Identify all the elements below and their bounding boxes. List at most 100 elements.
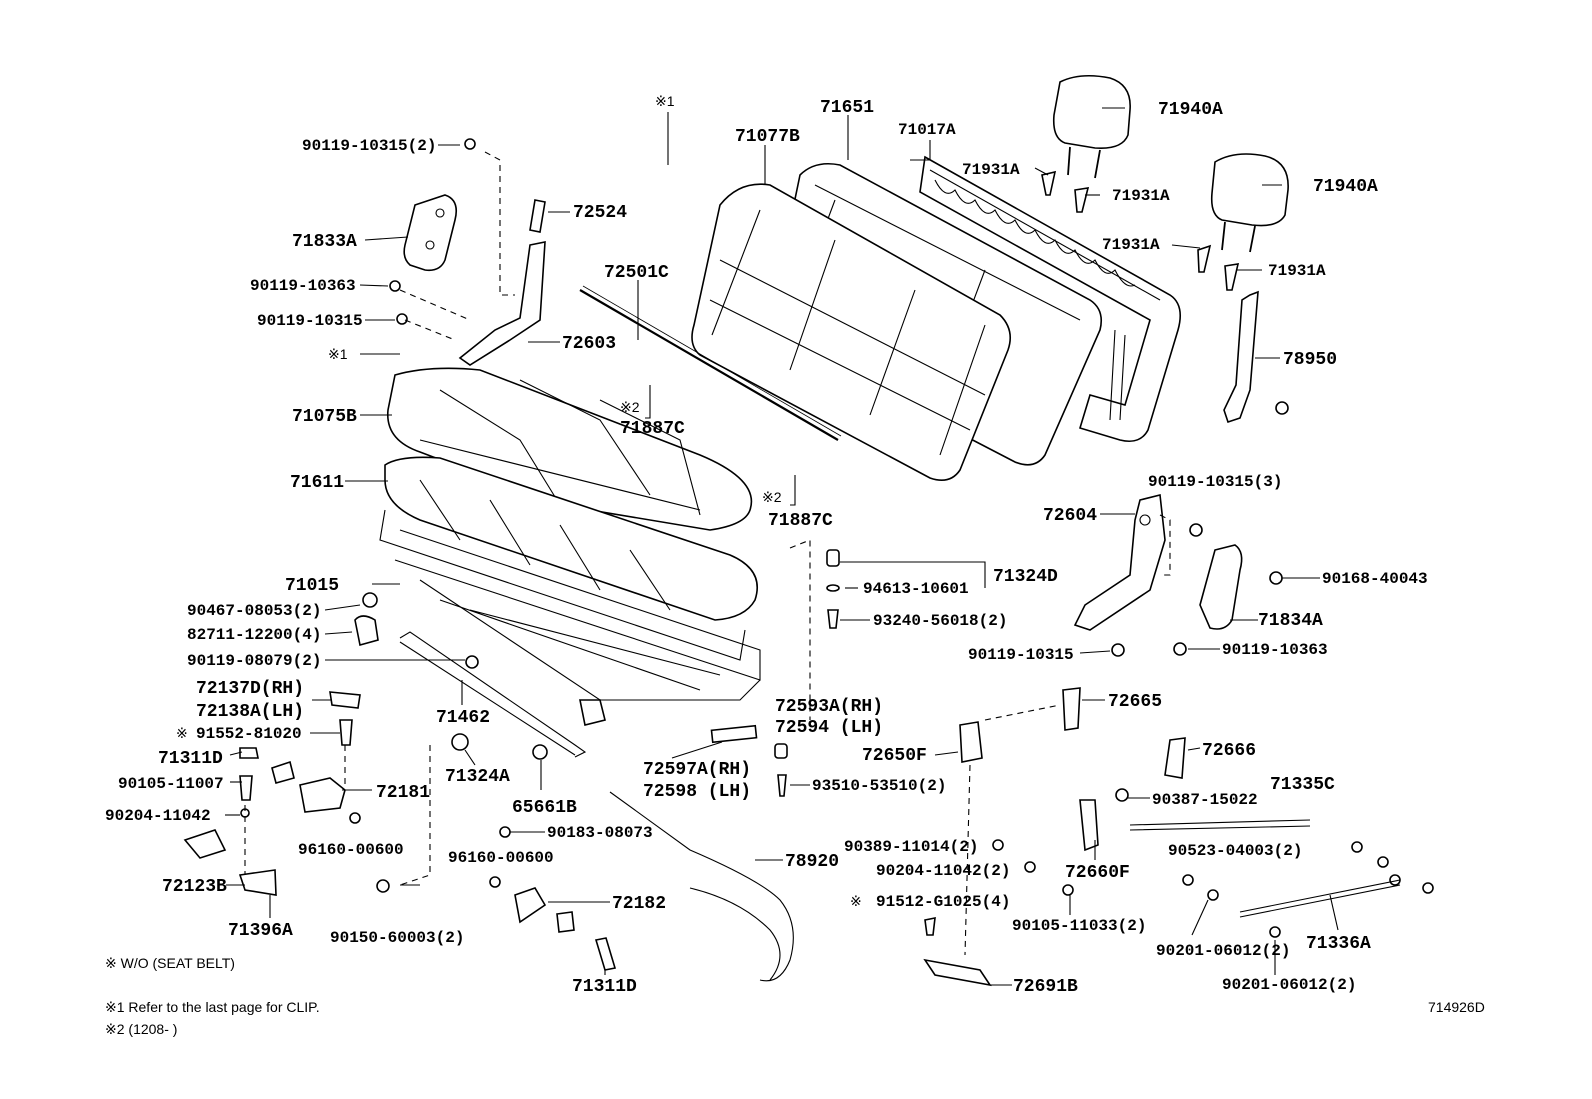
label-90201-06012: 90201-06012(2) <box>1156 942 1290 960</box>
label-90119-10315-3: 90119-10315(3) <box>1148 473 1282 491</box>
label-72123B: 72123B <box>162 877 227 897</box>
label-71017A: 71017A <box>898 121 956 139</box>
label-96160-00600: 96160-00600 <box>448 849 554 867</box>
label-91512-G1025: 91512-G1025(4) <box>876 893 1010 911</box>
label-71940A: 71940A <box>1313 177 1378 197</box>
label-71324A: 71324A <box>445 767 510 787</box>
label-90168-40043: 90168-40043 <box>1322 570 1428 588</box>
label-65661B: 65661B <box>512 798 577 818</box>
label-90204-11042: 90204-11042 <box>105 807 211 825</box>
label-72593A: 72593A(RH) <box>775 697 883 717</box>
label-94613-10601: 94613-10601 <box>863 580 969 598</box>
headrest-left <box>1052 74 1131 179</box>
label-71075B: 71075B <box>292 407 357 427</box>
label-90467-08053: 90467-08053(2) <box>187 602 321 620</box>
label-90119-10315-2: 90119-10315(2) <box>302 137 436 155</box>
cushion-cover <box>387 367 753 531</box>
label-90105-11033: 90105-11033(2) <box>1012 917 1146 935</box>
label-71651: 71651 <box>820 98 874 118</box>
label-71931A: 71931A <box>1112 187 1170 205</box>
cushion-pad <box>384 456 758 621</box>
guide-icons <box>1041 170 1240 291</box>
label-71335C: 71335C <box>1270 775 1335 795</box>
footnotes: ※ W/O (SEAT BELT) ※1 Refer to the last p… <box>105 955 1485 1037</box>
rod-72501C <box>579 285 842 441</box>
label-71311D: 71311D <box>158 749 223 769</box>
part-labels: 71940A 71940A 71931A 71931A 71931A 71931… <box>105 93 1428 997</box>
label-90523-04003: 90523-04003(2) <box>1168 842 1302 860</box>
label-90183-08073: 90183-08073 <box>547 824 653 842</box>
label-90387-15022: 90387-15022 <box>1152 791 1258 809</box>
label-72182: 72182 <box>612 894 666 914</box>
label-72598: 72598 (LH) <box>643 782 751 802</box>
label-71931A: 71931A <box>962 161 1020 179</box>
label-72604: 72604 <box>1043 506 1097 526</box>
note-date-range: ※2 (1208- ) <box>105 1021 177 1037</box>
label-96160-00600: 96160-00600 <box>298 841 404 859</box>
label-90105-11007: 90105-11007 <box>118 775 224 793</box>
label-71336A: 71336A <box>1306 934 1371 954</box>
label-71311D: 71311D <box>572 977 637 997</box>
label-90119-10363: 90119-10363 <box>250 277 356 295</box>
label-71834A: 71834A <box>1258 611 1323 631</box>
label-78920: 78920 <box>785 852 839 872</box>
dashed-lines <box>244 151 1171 956</box>
label-71324D: 71324D <box>993 567 1058 587</box>
label-72594: 72594 (LH) <box>775 718 883 738</box>
label-71462: 71462 <box>436 708 490 728</box>
label-93510-53510: 93510-53510(2) <box>812 777 946 795</box>
label-71940A: 71940A <box>1158 100 1223 120</box>
label-71015: 71015 <box>285 576 339 596</box>
label-71887C: 71887C <box>620 419 685 439</box>
seatback-frame <box>919 155 1181 443</box>
label-91552-81020: 91552-81020 <box>196 725 302 743</box>
hinge-right <box>1073 494 1283 657</box>
small-parts <box>183 549 1434 987</box>
label-71077B: 71077B <box>735 127 800 147</box>
label-90201-06012: 90201-06012(2) <box>1222 976 1356 994</box>
label-82711-12200: 82711-12200(4) <box>187 626 321 644</box>
cushion-frame <box>379 509 761 726</box>
label-90119-10315: 90119-10315 <box>257 312 363 330</box>
label-71611: 71611 <box>290 473 344 493</box>
note-clip-ref: ※1 Refer to the last page for CLIP. <box>105 999 320 1015</box>
label-72138A: 72138A(LH) <box>196 702 304 722</box>
hinge-left <box>389 138 546 366</box>
label-72660F: 72660F <box>1065 863 1130 883</box>
label-clip-ref: ※1 <box>328 346 348 362</box>
label-72691B: 72691B <box>1013 977 1078 997</box>
label-71396A: 71396A <box>228 921 293 941</box>
diagram-code: 714926D <box>1428 999 1485 1015</box>
label-90119-10363: 90119-10363 <box>1222 641 1328 659</box>
rod-71462 <box>399 631 587 758</box>
label-72665: 72665 <box>1108 692 1162 712</box>
label-90119-10315: 90119-10315 <box>968 646 1074 664</box>
label-72181: 72181 <box>376 783 430 803</box>
label-mark-wo: ※ <box>176 725 188 741</box>
label-mark-2: ※2 <box>762 489 782 505</box>
note-wo-seatbelt: ※ W/O (SEAT BELT) <box>105 955 235 971</box>
label-72603: 72603 <box>562 334 616 354</box>
label-71931A: 71931A <box>1102 236 1160 254</box>
label-90119-08079: 90119-08079(2) <box>187 652 321 670</box>
label-72137D: 72137D(RH) <box>196 679 304 699</box>
seatback-cover <box>691 183 1011 481</box>
label-mark-wo: ※ <box>850 893 862 909</box>
label-mark-2: ※2 <box>620 399 640 415</box>
leader-lines <box>225 107 1339 986</box>
label-90150-60003: 90150-60003(2) <box>330 929 464 947</box>
label-78950: 78950 <box>1283 350 1337 370</box>
label-72666: 72666 <box>1202 741 1256 761</box>
label-93240-56018: 93240-56018(2) <box>873 612 1007 630</box>
label-90389-11014: 90389-11014(2) <box>844 838 978 856</box>
label-71887C: 71887C <box>768 511 833 531</box>
label-72650F: 72650F <box>862 746 927 766</box>
label-90204-11042-2: 90204-11042(2) <box>876 862 1010 880</box>
label-71833A: 71833A <box>292 232 357 252</box>
label-71931A: 71931A <box>1268 262 1326 280</box>
label-72524: 72524 <box>573 203 627 223</box>
label-clip-ref: ※1 <box>655 93 675 109</box>
label-72597A: 72597A(RH) <box>643 760 751 780</box>
seatbelt-78950 <box>1223 290 1289 424</box>
